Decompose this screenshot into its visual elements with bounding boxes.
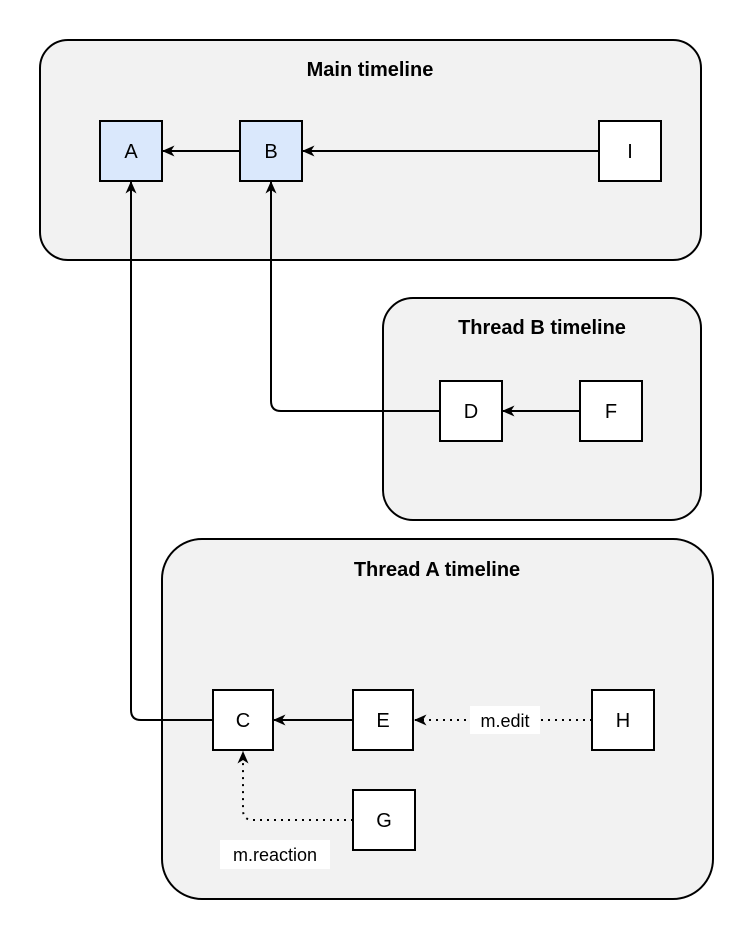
node-h-label: H [616,710,630,732]
node-i [598,120,662,182]
node-e [352,689,414,751]
node-i-label: I [627,141,633,163]
group-title-main-timeline: Main timeline [307,59,434,81]
edge-label-background-m-edit [470,706,540,734]
edge-label-m-reaction: m.reaction [233,845,317,865]
node-b-label: B [264,141,277,163]
node-g-label: G [376,810,392,832]
edge-c-to-a [125,181,213,721]
edge-label-m-edit: m.edit [480,711,529,731]
group-title-thread-a-timeline: Thread A timeline [354,559,520,581]
node-g [352,789,416,851]
node-f-label: F [605,401,617,423]
group-title-thread-b-timeline: Thread B timeline [458,317,626,339]
node-c-label: C [236,710,250,732]
node-a-label: A [124,141,138,163]
node-a [99,120,163,182]
node-b [239,120,303,182]
node-c [212,689,274,751]
node-d-label: D [464,401,478,423]
node-f [579,380,643,442]
node-d [439,380,503,442]
group-thread-b-timeline [382,297,702,521]
node-e-label: E [376,710,389,732]
edge-d-to-b [265,181,440,412]
node-h [591,689,655,751]
edge-label-background-m-reaction [220,840,330,869]
